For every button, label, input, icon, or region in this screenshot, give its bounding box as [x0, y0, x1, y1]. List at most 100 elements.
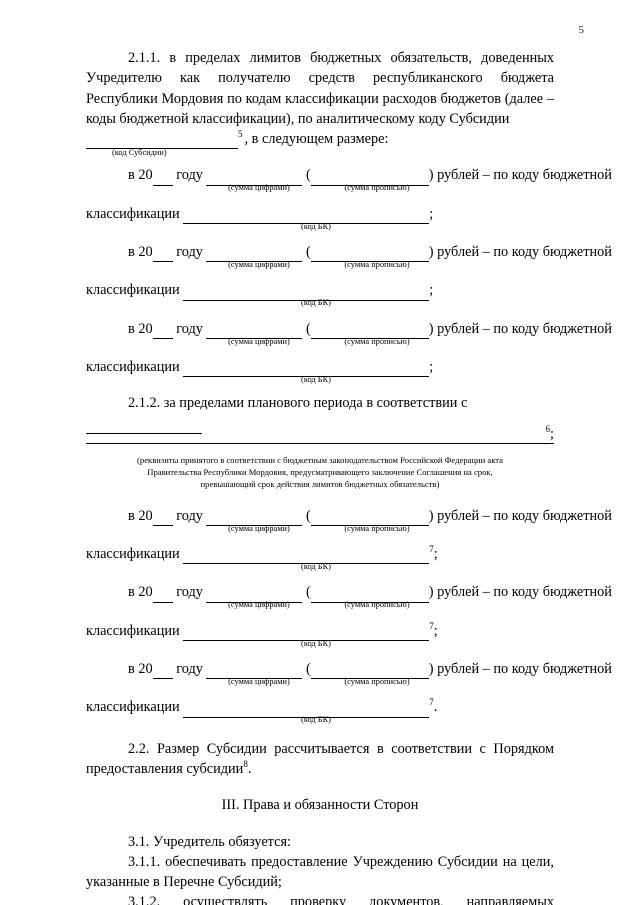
clause-3-1: 3.1. Учредитель обязуется: [128, 833, 291, 850]
rubles-text-2: ) рублей – по коду бюджетной [428, 244, 612, 261]
clause-3-1-2-text-before: 3.1.2. осуществлять проверку документов,… [128, 894, 554, 905]
clause-2-1-2-caption-line-1: (реквизиты принятого в соответствии с бю… [137, 454, 503, 465]
clause-2-1-2-rule[interactable] [86, 442, 554, 444]
amount-row-6: в 20 году () рублей – по коду бюджетной … [86, 659, 612, 724]
caption-sum-words-4: (сумма прописью) [344, 523, 410, 533]
subsidy-code-blank[interactable] [86, 133, 238, 150]
amount-row-3-line-2: классификации ; (код БК) [86, 357, 554, 384]
amount-row-4-line-2: классификации 7; (код БК) [86, 544, 554, 571]
amount-row-1: в 20 году () рублей – по коду бюджетной … [86, 165, 612, 230]
amount-row-4-line-1: в 20 году () рублей – по коду бюджетной … [128, 507, 612, 533]
amount-row-6-line-1: в 20 году () рублей – по коду бюджетной … [128, 661, 612, 687]
sum-words-blank-4[interactable] [310, 510, 429, 527]
rubles-text-5: ) рублей – по коду бюджетной [428, 584, 612, 601]
rubles-text-3: ) рублей – по коду бюджетной [428, 320, 612, 337]
clause-2-1-2-rule-row: 6; [86, 425, 554, 450]
amount-end-mark-2: ; [429, 282, 434, 299]
bk-code-blank-3[interactable] [183, 361, 430, 378]
year-prefix-3: в 20 [128, 320, 153, 337]
amount-row-5-line-2: классификации 7; (код БК) [86, 620, 554, 647]
year-prefix-6: в 20 [128, 661, 153, 678]
amount-row-2-line-1: в 20 году () рублей – по коду бюджетной … [128, 244, 612, 270]
classification-word-1: классификации [86, 205, 180, 222]
document-body: 2.1.1. в пределах лимитов бюджетных обяз… [86, 48, 612, 905]
sum-digits-blank-6[interactable] [206, 663, 303, 680]
bk-code-blank-6[interactable] [183, 702, 430, 718]
sum-digits-blank-5[interactable] [206, 587, 303, 603]
classification-word-3: классификации [86, 358, 180, 375]
year-prefix-1: в 20 [128, 167, 153, 184]
subsidy-code-row: 5, в следующем размере: (код Субсидии) [86, 129, 554, 157]
year-blank-3[interactable] [152, 326, 173, 339]
sum-words-blank-3[interactable] [310, 323, 429, 339]
sum-digits-blank-1[interactable] [206, 170, 303, 186]
caption-bk-code-1: (код БК) [301, 221, 331, 231]
classification-word-2: классификации [86, 282, 180, 299]
sum-words-blank-5[interactable] [310, 587, 429, 603]
caption-sum-words-2: (сумма прописью) [344, 260, 410, 270]
amount-end-mark-3: ; [429, 358, 434, 375]
year-blank-1[interactable] [152, 173, 173, 186]
amount-end-mark-5: ; [433, 622, 438, 639]
sum-digits-blank-3[interactable] [206, 323, 303, 339]
sum-words-blank-6[interactable] [310, 663, 429, 680]
rubles-text-4: ) рублей – по коду бюджетной [428, 507, 612, 524]
clause-2-1-2-blank[interactable] [86, 418, 202, 434]
amount-end-mark-4: ; [433, 546, 438, 563]
year-suffix-2: году [176, 244, 203, 261]
classification-word-4: классификации [86, 546, 180, 563]
caption-sum-digits-2: (сумма цифрами) [228, 260, 290, 270]
year-blank-2[interactable] [152, 249, 173, 263]
clause-2-2-text: 2.2. Размер Субсидии рассчитывается в со… [86, 740, 554, 777]
year-suffix-5: году [176, 584, 203, 601]
clause-2-2-period: . [247, 760, 252, 777]
sum-digits-blank-4[interactable] [206, 510, 303, 527]
amount-row-2: в 20 году () рублей – по коду бюджетной … [86, 242, 612, 307]
amount-row-2-line-2: классификации ; (код БК) [86, 280, 554, 307]
rubles-text-6: ) рублей – по коду бюджетной [428, 661, 612, 678]
bk-code-blank-5[interactable] [183, 625, 430, 642]
year-suffix-4: году [176, 507, 203, 524]
clause-2-1-2: 2.1.2. за пределами планового периода в … [86, 393, 554, 434]
amount-end-mark-1: ; [429, 205, 434, 222]
clause-2-1-2-caption-line-2: Правительства Республики Мордовия, преду… [147, 466, 493, 477]
caption-bk-code-3: (код БК) [301, 374, 331, 384]
sum-digits-blank-2[interactable] [206, 246, 303, 263]
year-prefix-4: в 20 [128, 507, 153, 524]
year-blank-4[interactable] [152, 513, 173, 527]
classification-word-5: классификации [86, 622, 180, 639]
clause-2-1-2-caption: (реквизиты принятого в соответствии с бю… [86, 454, 554, 490]
year-blank-5[interactable] [152, 590, 173, 603]
page-number: 5 [578, 24, 585, 36]
caption-sum-words-6: (сумма прописью) [344, 677, 410, 687]
classification-word-6: классификации [86, 699, 180, 716]
clause-2-1-2-end-mark: ; [550, 425, 554, 442]
year-suffix-6: году [176, 661, 203, 678]
amount-row-3-line-1: в 20 году () рублей – по коду бюджетной … [128, 320, 612, 346]
bk-code-blank-1[interactable] [183, 208, 430, 225]
bk-code-blank-4[interactable] [183, 548, 430, 565]
bk-code-blank-2[interactable] [183, 285, 430, 301]
footnote-marker-6: 6 [545, 424, 551, 435]
amount-end-mark-6: . [433, 699, 438, 716]
year-blank-6[interactable] [152, 666, 173, 680]
amount-row-1-line-1: в 20 году () рублей – по коду бюджетной … [128, 167, 612, 193]
clause-2-1-2-caption-line-3: превышающий срок действия лимитов бюджет… [200, 478, 440, 489]
caption-bk-code-2: (код БК) [301, 298, 331, 308]
caption-sum-digits-3: (сумма цифрами) [228, 336, 290, 346]
caption-sum-digits-4: (сумма цифрами) [228, 523, 290, 533]
footnote-marker-amount-5: 7 [429, 620, 434, 631]
sum-words-blank-1[interactable] [310, 170, 429, 186]
caption-sum-digits-5: (сумма цифрами) [228, 600, 290, 610]
caption-sum-digits-6: (сумма цифрами) [228, 677, 290, 687]
sum-words-blank-2[interactable] [310, 246, 429, 263]
footnote-marker-5: 5 [238, 129, 243, 140]
amount-row-3: в 20 году () рублей – по коду бюджетной … [86, 319, 612, 384]
caption-sum-digits-1: (сумма цифрами) [228, 183, 290, 193]
clause-2-1-2-footnote-tail: 6; [545, 424, 554, 443]
rubles-text-1: ) рублей – по коду бюджетной [428, 167, 612, 184]
clause-3-1-2: 3.1.2. осуществлять проверку документов,… [86, 892, 554, 905]
caption-sum-words-3: (сумма прописью) [344, 336, 410, 346]
footnote-marker-8: 8 [243, 759, 248, 770]
